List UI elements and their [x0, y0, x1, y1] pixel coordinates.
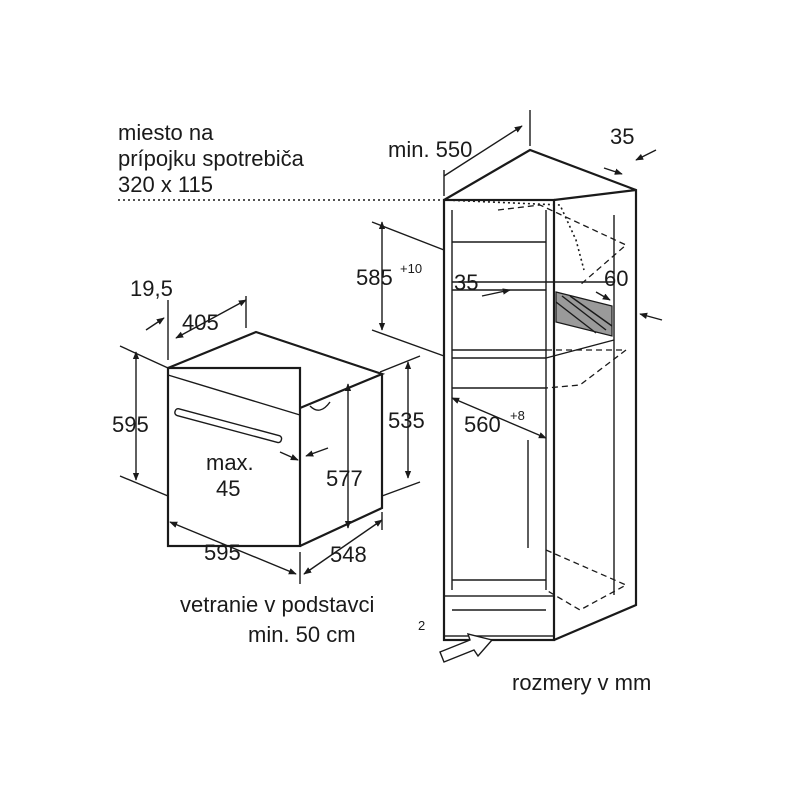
cabinet-plinth — [443, 595, 555, 637]
dashed-bottom-shelf — [545, 549, 628, 611]
dimension-lines — [119, 110, 663, 584]
ext-585-top — [371, 221, 445, 251]
airflow-arrow-icon — [439, 633, 494, 663]
oven-side-face — [299, 374, 384, 547]
label-595-height: 595 — [112, 412, 149, 437]
label-min-550: min. 550 — [388, 137, 472, 162]
label-405: 405 — [182, 310, 219, 335]
cabinet-top-right-edge — [553, 188, 637, 202]
connection-label-2: prípojku spotrebiča — [118, 146, 305, 171]
label-35-top: 35 — [610, 124, 634, 149]
cabinet-front-face — [442, 198, 556, 642]
dim-60-b — [639, 312, 663, 321]
connection-label-3: 320 x 115 — [118, 172, 213, 197]
oven-top-face — [167, 330, 386, 410]
label-560: 560 — [464, 412, 501, 437]
dim-548 — [303, 519, 383, 575]
ext-595h-top — [119, 345, 169, 369]
vent-label-1: vetranie v podstavci — [180, 592, 374, 617]
side-shelf-2 — [545, 339, 615, 359]
label-585-tolerance: +10 — [400, 261, 422, 276]
ext-595h-bottom — [119, 475, 169, 497]
dim-19-5 — [145, 317, 165, 331]
dim-595-width — [169, 521, 297, 575]
cabinet-side-edge — [443, 148, 638, 642]
label-35-inner: 35 — [454, 270, 478, 295]
oven-handle — [174, 407, 283, 444]
units-label: rozmery v mm — [512, 670, 651, 695]
dim-35-top-a — [603, 167, 623, 175]
dim-max45-b — [305, 447, 329, 457]
label-548: 548 — [330, 542, 367, 567]
label-577: 577 — [326, 466, 363, 491]
label-560-tolerance: +8 — [510, 408, 525, 423]
ext-535-top — [379, 355, 421, 373]
oven-latch — [309, 401, 331, 411]
built-in-oven — [166, 330, 386, 548]
ext-535-bottom — [381, 481, 421, 497]
oven-control-band — [167, 374, 301, 416]
dim-35-top-b — [635, 149, 657, 161]
connection-label-1: miesto na — [118, 120, 214, 145]
label-535: 535 — [388, 408, 425, 433]
label-45: 45 — [216, 476, 240, 501]
dim-405 — [175, 299, 247, 339]
label-19-5: 19,5 — [130, 276, 173, 301]
label-595-width: 595 — [204, 540, 241, 565]
ext-585-bottom — [371, 329, 445, 357]
hatch-1 — [561, 295, 607, 331]
hatch-2 — [569, 295, 613, 327]
label-max: max. — [206, 450, 254, 475]
connection-dotted-line — [118, 199, 585, 271]
tall-cabinet — [118, 148, 638, 642]
dim-550 — [443, 125, 523, 177]
dim-60-a — [595, 291, 611, 301]
vent-label-sup: 2 — [418, 618, 425, 633]
label-585: 585 — [356, 265, 393, 290]
dim-560 — [451, 397, 547, 439]
dim-35-inner — [481, 288, 511, 297]
dashed-top-shelf — [497, 204, 628, 286]
hatch-3 — [555, 301, 597, 334]
label-60: 60 — [604, 266, 628, 291]
dashed-mid-shelf — [545, 349, 628, 389]
vent-label-2: min. 50 cm — [248, 622, 356, 647]
dim-max45-a — [279, 451, 299, 461]
